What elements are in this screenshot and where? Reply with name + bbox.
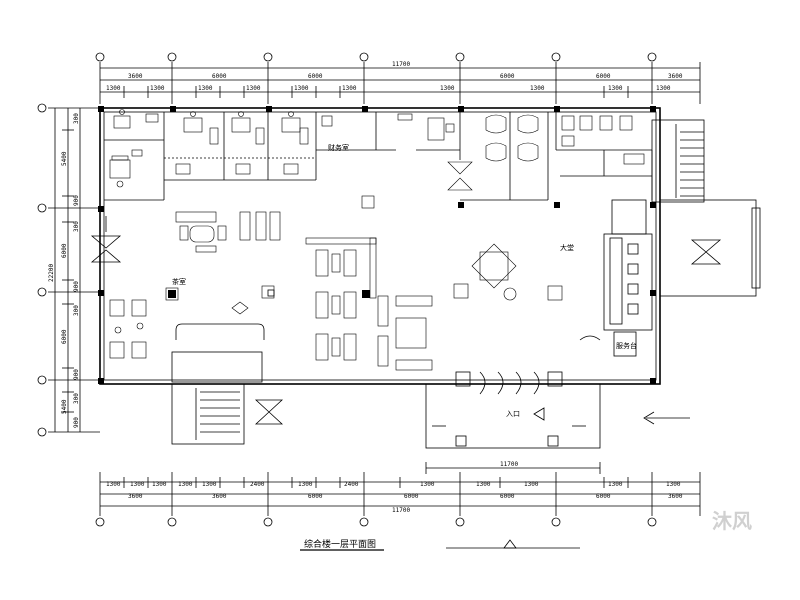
bottom-sub-seg-2: 1300 xyxy=(130,481,145,488)
top-office-rooms xyxy=(104,112,653,201)
bottom-seg-2: 3600 xyxy=(212,493,227,500)
office-furniture xyxy=(109,109,645,188)
north-marker xyxy=(446,539,580,549)
left-sub-1: 300 xyxy=(73,113,80,124)
bottom-sub-seg-4: 1300 xyxy=(178,481,193,488)
reception-counter xyxy=(579,199,653,357)
left-overall-dimension: 22200 xyxy=(48,264,55,282)
top-seg-4: 6000 xyxy=(500,73,515,80)
left-sub-7: 300 xyxy=(73,393,80,404)
bottom-sub-seg-8: 2400 xyxy=(344,481,359,488)
stair-top-right xyxy=(651,119,705,203)
stair-bottom-left xyxy=(171,323,284,445)
left-sub-8: 900 xyxy=(73,417,80,428)
left-dining-tables xyxy=(109,299,147,359)
top-sub-seg-4: 1300 xyxy=(246,85,261,92)
watermark: 沐风 xyxy=(712,509,752,533)
left-sub-6: 900 xyxy=(73,369,80,380)
label-office: 财务室 xyxy=(328,143,349,152)
bottom-seg-4: 6000 xyxy=(404,493,419,500)
top-sub-seg-6: 1300 xyxy=(342,85,357,92)
top-sub-seg-8: 1300 xyxy=(530,85,545,92)
label-lobby: 大堂 xyxy=(560,243,574,252)
top-sub-seg-5: 1300 xyxy=(294,85,309,92)
left-dimension-chain xyxy=(37,103,100,437)
bottom-seg-6: 6000 xyxy=(596,493,611,500)
top-seg-1: 3600 xyxy=(128,73,143,80)
drawing-title: 综合楼一层平面图 xyxy=(304,538,376,550)
left-seg-2: 6000 xyxy=(61,243,68,258)
top-sub-seg-1: 1300 xyxy=(106,85,121,92)
left-sub-3: 300 xyxy=(73,221,80,232)
bottom-sub-seg-10: 1300 xyxy=(476,481,491,488)
bottom-sub-seg-9: 1300 xyxy=(420,481,435,488)
bottom-dimension-chain xyxy=(95,462,701,527)
bottom-sub-seg-7: 1300 xyxy=(298,481,313,488)
left-sub-5: 300 xyxy=(73,305,80,316)
label-reception: 服务台 xyxy=(616,341,637,350)
left-seg-1: 5400 xyxy=(61,151,68,166)
entrance-width-dimension: 11700 xyxy=(500,461,518,468)
exterior-walls xyxy=(99,107,661,385)
top-sub-seg-3: 1300 xyxy=(198,85,213,92)
top-sub-seg-10: 1300 xyxy=(656,85,671,92)
bottom-sub-seg-6: 2400 xyxy=(250,481,265,488)
top-seg-6: 3600 xyxy=(668,73,683,80)
top-seg-3: 6000 xyxy=(308,73,323,80)
main-entrance-canopy xyxy=(425,371,601,449)
bottom-seg-1: 3600 xyxy=(128,493,143,500)
top-sub-seg-2: 1300 xyxy=(150,85,165,92)
bottom-sub-seg-11: 1300 xyxy=(524,481,539,488)
right-bay-window xyxy=(659,199,761,297)
left-sub-4: 900 xyxy=(73,281,80,292)
bottom-sub-seg-5: 1300 xyxy=(202,481,217,488)
left-sub-2: 900 xyxy=(73,195,80,206)
structural-columns xyxy=(98,106,656,384)
central-lounge-seating xyxy=(305,237,433,371)
bottom-sub-seg-3: 1300 xyxy=(152,481,167,488)
bottom-seg-5: 6000 xyxy=(500,493,515,500)
lobby-sofa-group xyxy=(175,211,281,253)
bottom-sub-seg-13: 1300 xyxy=(666,481,681,488)
left-seg-4: 5400 xyxy=(61,399,68,414)
entrance-direction-arrow xyxy=(643,411,690,425)
top-sub-seg-9: 1300 xyxy=(608,85,623,92)
label-lounge: 茶室 xyxy=(172,277,186,286)
lobby-carpet-pattern xyxy=(165,161,563,315)
bottom-seg-3: 6000 xyxy=(308,493,323,500)
top-overall-dimension: 11700 xyxy=(392,61,410,68)
bottom-sub-seg-1: 1300 xyxy=(106,481,121,488)
left-seg-3: 6000 xyxy=(61,329,68,344)
bottom-sub-seg-12: 1300 xyxy=(608,481,623,488)
bottom-overall-dimension: 11700 xyxy=(392,507,410,514)
top-seg-5: 6000 xyxy=(596,73,611,80)
label-entrance: 入口 xyxy=(506,410,520,418)
top-seg-2: 6000 xyxy=(212,73,227,80)
left-entrance-door xyxy=(90,216,122,263)
bottom-seg-7: 3600 xyxy=(668,493,683,500)
top-dimension-chain xyxy=(95,52,701,104)
top-sub-seg-7: 1300 xyxy=(440,85,455,92)
